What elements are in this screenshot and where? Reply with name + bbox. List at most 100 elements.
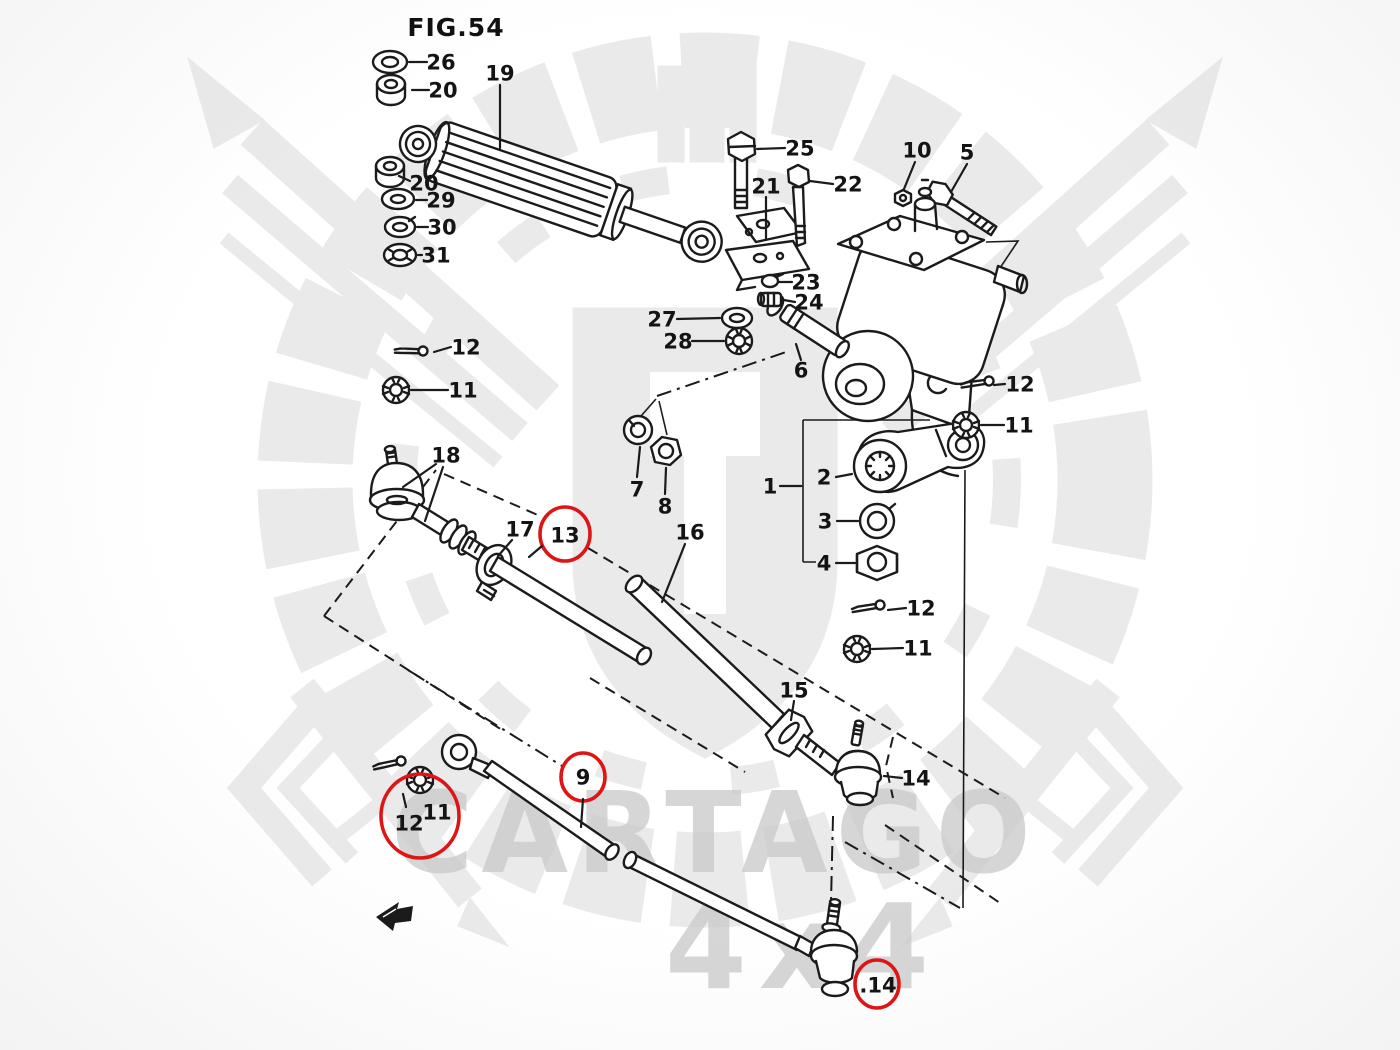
part-spring-washer-30: [383, 215, 417, 239]
part-castle-nut-11-mid: [842, 634, 872, 664]
part-cotter-pin-12-lower-left: [371, 748, 409, 782]
part-bolt-25: [726, 130, 757, 210]
part-adjuster-clamp-15: [764, 708, 814, 758]
part-steering-gearbox: [821, 178, 1029, 478]
part-label-12a: 12: [451, 336, 480, 360]
part-lock-washer-3: [858, 502, 897, 540]
part-nut-28: [724, 326, 754, 356]
part-label-2: 2: [817, 466, 832, 490]
part-label-11b: 11: [1004, 414, 1033, 438]
part-label-8: 8: [658, 495, 673, 519]
part-label-12c: 12: [906, 597, 935, 621]
part-label-14b: .14: [859, 974, 896, 998]
leader-line-15: [789, 699, 796, 722]
part-label-14a: 14: [901, 767, 930, 791]
part-label-16: 16: [675, 521, 704, 545]
part-ball-joint-14-bottom: [793, 897, 859, 998]
part-bushing-24: [756, 291, 783, 308]
part-label-4: 4: [817, 552, 832, 576]
part-castle-nut-11-lower-left: [405, 765, 435, 795]
leader-line-12b: [992, 382, 1007, 387]
part-label-9: 9: [576, 766, 591, 790]
part-locknut-31: [382, 242, 418, 268]
leader-line-24: [782, 298, 797, 304]
leader-line-5: [949, 162, 969, 194]
part-washer-7: [622, 414, 654, 446]
part-label-18: 18: [431, 444, 460, 468]
part-castle-nut-11-upper-left: [381, 375, 411, 405]
part-washer-27: [720, 306, 754, 330]
part-relay-rod-9: [440, 733, 620, 861]
part-nut-4: [855, 544, 899, 582]
part-label-22: 22: [833, 173, 862, 197]
part-steering-damper-19: [398, 120, 723, 263]
part-label-31: 31: [421, 244, 450, 268]
part-label-26: 26: [426, 51, 455, 75]
part-label-11d: 11: [422, 801, 451, 825]
part-cotter-pin-12-upper-left: [392, 337, 430, 366]
part-tie-rod-end-14-mid: [794, 719, 883, 807]
part-label-11c: 11: [903, 637, 932, 661]
part-label-21: 21: [751, 175, 780, 199]
leader-line-10: [902, 160, 917, 191]
leader-line-14a: [882, 774, 904, 780]
part-bracket-21: [724, 206, 811, 292]
part-label-3: 3: [818, 510, 833, 534]
leader-line-16: [660, 542, 687, 604]
part-label-23: 23: [791, 271, 820, 295]
figure-title: FIG.54: [407, 13, 504, 42]
part-label-7: 7: [630, 478, 645, 502]
leader-line-25: [755, 146, 787, 151]
watermark-text-cartago: CARTAGO: [391, 769, 1039, 899]
part-label-25: 25: [785, 137, 814, 161]
part-bushing-20-lower: [374, 155, 406, 189]
part-drag-link-16: [624, 574, 786, 730]
part-label-29: 29: [426, 189, 455, 213]
part-label-24: 24: [794, 291, 823, 315]
part-bolt-22: [786, 163, 811, 248]
highlight-circle-14: [853, 958, 901, 1010]
leader-line-18-1: [423, 465, 445, 523]
leader-line-22: [808, 179, 835, 186]
part-nut-10: [893, 188, 913, 208]
part-label-11a: 11: [448, 379, 477, 403]
highlight-circle-13: [538, 505, 592, 563]
part-label-17: 17: [505, 518, 534, 542]
part-washer-26: [371, 49, 409, 75]
part-bushing-20-upper: [375, 73, 407, 107]
leader-line-12a: [432, 345, 453, 354]
leader-line-20b: [397, 174, 412, 183]
leader-line-11c: [870, 646, 905, 651]
leader-line-17: [496, 538, 514, 558]
leader-line-27: [675, 316, 722, 321]
part-label-30: 30: [427, 216, 456, 240]
part-clip-23: [760, 272, 785, 289]
part-label-15: 15: [779, 679, 808, 703]
part-tie-rod-end-18: [368, 444, 499, 569]
leader-line-8: [663, 466, 668, 496]
part-bolt-5: [925, 180, 998, 237]
leader-line-18: [401, 462, 438, 489]
part-castle-nut-11-right: [951, 410, 981, 440]
part-nut-8: [649, 435, 683, 467]
leader-line-12d: [401, 792, 408, 809]
direction-arrow-icon: [376, 902, 413, 931]
part-label-28: 28: [663, 330, 692, 354]
leader-line-6: [794, 342, 803, 362]
part-label-10: 10: [902, 139, 931, 163]
leader-line-13: [527, 544, 544, 559]
leader-line-9: [579, 797, 585, 829]
part-label-13: 13: [550, 524, 579, 548]
part-tie-rod-13: [488, 555, 653, 666]
highlight-circle-12-11: [379, 772, 461, 860]
part-cotter-pin-12-mid: [849, 592, 888, 624]
leader-line-2: [834, 472, 854, 479]
part-label-19: 19: [485, 62, 514, 86]
part-label-20a: 20: [428, 79, 457, 103]
part-label-6: 6: [794, 359, 809, 383]
leader-line-7: [635, 445, 642, 479]
part-washer-29: [380, 187, 416, 211]
part-label-20b: 20: [409, 172, 438, 196]
